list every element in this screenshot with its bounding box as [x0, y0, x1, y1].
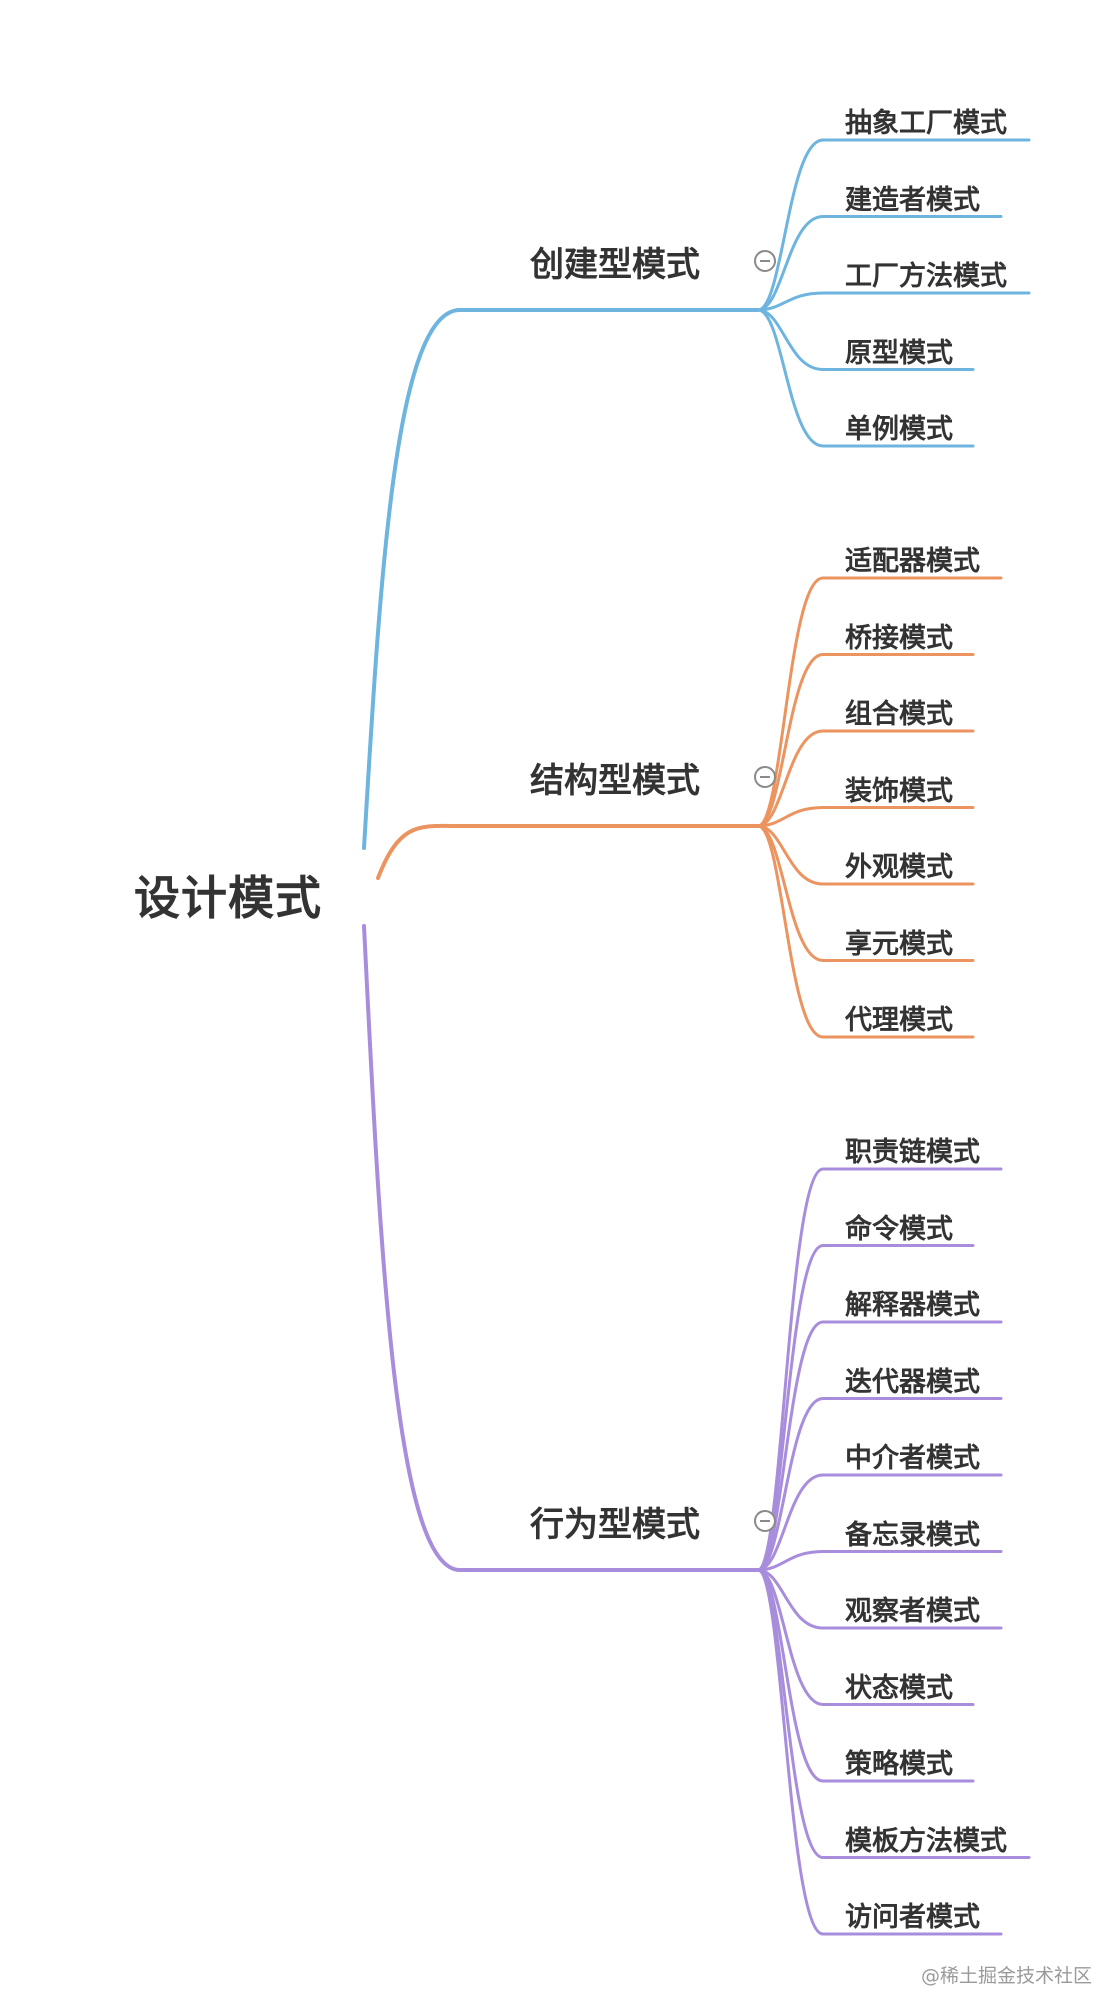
leaf-node-3-4[interactable]: 迭代器模式	[845, 1366, 980, 1398]
leaf-connector-2-4	[756, 806, 975, 828]
leaf-node-3-7[interactable]: 观察者模式	[845, 1596, 980, 1627]
leaf-node-1-3[interactable]: 工厂方法模式	[845, 261, 1007, 292]
leaf-connector-1-4	[756, 308, 975, 371]
collapse-toggle-icon-1[interactable]	[754, 250, 776, 272]
leaf-node-3-10[interactable]: 模板方法模式	[845, 1825, 1007, 1857]
leaf-node-3-8[interactable]: 状态模式	[845, 1672, 953, 1704]
branch-connector-1	[362, 308, 760, 850]
leaf-connector-3-6	[756, 1550, 1003, 1572]
leaf-node-2-3[interactable]: 组合模式	[845, 699, 953, 730]
collapse-toggle-icon-2[interactable]	[754, 766, 776, 788]
leaf-connector-2-2	[756, 653, 975, 828]
leaf-node-3-1[interactable]: 职责链模式	[845, 1137, 980, 1168]
leaf-node-1-5[interactable]: 单例模式	[845, 414, 953, 445]
leaf-connector-2-1	[756, 576, 1003, 828]
leaf-connector-3-4	[756, 1397, 1003, 1572]
leaf-connector-2-5	[756, 824, 975, 886]
leaf-node-3-2[interactable]: 命令模式	[845, 1213, 953, 1245]
leaf-node-2-7[interactable]: 代理模式	[845, 1005, 953, 1036]
leaf-connector-3-8	[756, 1568, 975, 1706]
leaf-node-3-9[interactable]: 策略模式	[845, 1749, 953, 1780]
branch-label-2[interactable]: 结构型模式	[530, 761, 700, 801]
leaf-node-3-6[interactable]: 备忘录模式	[845, 1519, 980, 1551]
leaf-node-1-2[interactable]: 建造者模式	[845, 184, 980, 216]
leaf-node-2-4[interactable]: 装饰模式	[845, 775, 953, 807]
leaf-connector-1-2	[756, 215, 1003, 312]
leaf-connector-2-3	[756, 729, 975, 828]
leaf-node-1-4[interactable]: 原型模式	[845, 337, 953, 369]
leaf-node-2-2[interactable]: 桥接模式	[845, 622, 953, 654]
branch-label-3[interactable]: 行为型模式	[530, 1505, 700, 1545]
leaf-node-2-6[interactable]: 享元模式	[845, 928, 953, 960]
leaf-node-3-11[interactable]: 访问者模式	[845, 1902, 980, 1933]
branch-connector-3	[362, 924, 760, 1572]
leaf-node-2-5[interactable]: 外观模式	[845, 852, 953, 883]
collapse-toggle-icon-3[interactable]	[754, 1510, 776, 1532]
leaf-connector-1-3	[756, 291, 1031, 312]
leaf-connector-3-11	[756, 1568, 1003, 1936]
leaf-connector-2-7	[756, 824, 975, 1039]
leaf-node-1-1[interactable]: 抽象工厂模式	[845, 108, 1007, 139]
leaf-connector-2-6	[756, 824, 975, 962]
leaf-node-3-5[interactable]: 中介者模式	[845, 1443, 980, 1474]
leaf-connector-3-5	[756, 1473, 1003, 1572]
leaf-connector-3-3	[756, 1320, 1003, 1572]
watermark: @稀土掘金技术社区	[920, 1965, 1092, 1987]
leaf-node-2-1[interactable]: 适配器模式	[845, 546, 980, 577]
root-node-title[interactable]: 设计模式	[134, 871, 322, 925]
branch-connector-2	[376, 823, 760, 880]
leaf-node-3-3[interactable]: 解释器模式	[845, 1290, 980, 1321]
branch-label-1[interactable]: 创建型模式	[530, 245, 700, 285]
leaf-connector-1-5	[756, 308, 975, 448]
leaf-connector-3-7	[756, 1568, 1003, 1630]
leaf-connector-1-1	[756, 138, 1031, 312]
